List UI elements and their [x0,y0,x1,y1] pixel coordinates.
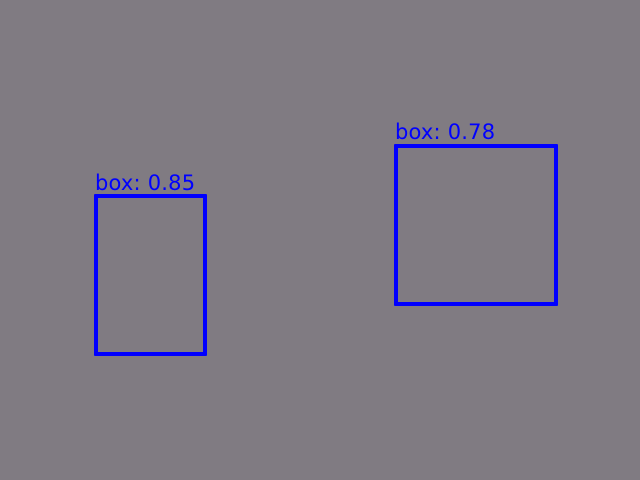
bounding-box [94,194,207,356]
bounding-box [394,144,558,306]
detection-label: box: 0.85 [95,171,196,195]
detection-label: box: 0.78 [395,120,496,144]
